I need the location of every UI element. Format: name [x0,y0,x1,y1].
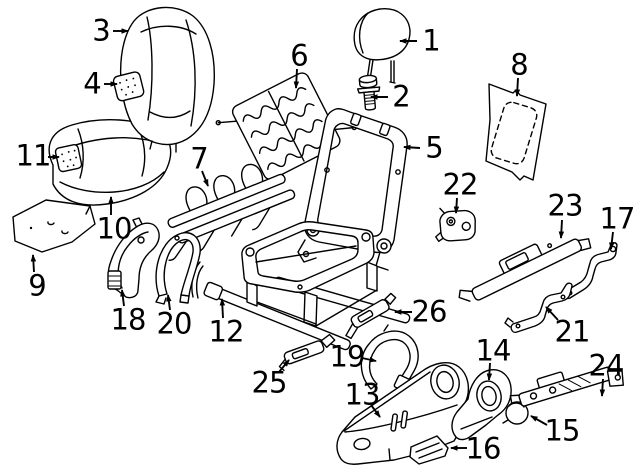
part-22-mount-bracket [435,207,476,243]
part-16-lever-knob [409,435,449,465]
callout-arrow-17-rear-bracket [609,231,615,250]
part-label-16-lever-knob: 16 [465,431,502,466]
part-6-lumbar-support-mat [215,72,357,181]
part-3-seat-back-cushion [119,6,216,153]
part-23-slide-rail [458,238,592,302]
callout-arrow-12-seat-adjuster-frame [219,298,226,319]
part-21-support-bracket [504,282,573,334]
callout-arrow-8-seat-back-board [514,77,521,97]
part-label-21-support-bracket: 21 [554,314,591,349]
part-label-23-slide-rail: 23 [547,188,584,223]
part-label-19-wire-strap: 19 [329,339,366,374]
callout-arrow-20-cushion-side-hook [166,294,172,311]
part-label-7-seat-spring-assembly: 7 [190,141,208,176]
part-label-15-cap: 15 [544,413,581,448]
part-11-cushion-pad [54,144,83,173]
callout-arrow-25-link-bracket-front [278,359,290,373]
callout-arrow-21-support-bracket [545,306,559,321]
callout-arrow-24-track-support [599,378,606,397]
callout-arrow-5-seat-back-frame [403,144,421,151]
part-18-cushion-side-bracket [107,217,160,299]
part-label-14-side-finisher: 14 [475,333,512,368]
part-14-side-finisher [451,369,512,441]
part-label-1-headrest: 1 [422,23,440,58]
part-label-5-seat-back-frame: 5 [425,130,443,165]
part-label-11-seat-cushion-pad: 11 [15,138,52,173]
part-label-26-link-bracket-rear: 26 [411,294,448,329]
part-label-25-link-bracket-front: 25 [251,365,288,400]
part-label-3-seat-back-cushion: 3 [92,13,110,48]
part-7-spring-assembly [167,163,296,261]
part-24-track-support [509,366,624,407]
callout-arrow-19-wire-strap [361,356,377,363]
part-label-20-cushion-side-hook: 20 [156,306,193,341]
part-label-24-track-support: 24 [588,348,625,383]
part-9-floor-panel [12,199,96,253]
part-25-link-bracket [278,333,336,371]
part-20-cushion-side-hook [155,232,204,305]
part-label-2-headrest-bolt: 2 [392,79,410,114]
part-label-17-rear-bracket: 17 [599,201,636,236]
part-label-10-seat-cushion: 10 [96,211,133,246]
callout-arrow-9-floor-panel [30,254,37,273]
callout-arrow-15-cap [530,415,548,426]
part-label-8-seat-back-board: 8 [510,47,528,82]
part-2-headrest-bolt [356,74,381,111]
part-10-seat-cushion [48,119,172,206]
part-4-seat-back-pad [112,71,145,102]
part-1-headrest [353,8,411,84]
part-label-9-floor-panel: 9 [28,268,46,303]
callout-arrow-6-lumbar-support-mat [293,68,300,89]
part-label-4-seat-back-pad: 4 [83,66,101,101]
part-label-22-mount-bracket: 22 [442,167,479,202]
part-26-link-bracket [345,292,397,340]
part-label-13-side-shield: 13 [344,377,381,412]
callout-arrow-7-seat-spring-assembly [201,170,209,187]
part-label-6-lumbar-support-mat: 6 [290,38,308,73]
part-label-18-cushion-side-bracket: 18 [110,302,147,337]
callout-arrow-13-side-shield [370,404,381,418]
part-label-12-seat-adjuster-frame: 12 [208,314,245,349]
callout-arrow-22-mount-bracket [453,197,460,214]
part-8-seat-back-board [485,83,547,181]
callout-arrow-18-cushion-side-bracket [120,289,126,307]
callout-arrow-23-slide-rail [558,219,565,239]
callout-arrow-14-side-finisher [486,362,493,381]
